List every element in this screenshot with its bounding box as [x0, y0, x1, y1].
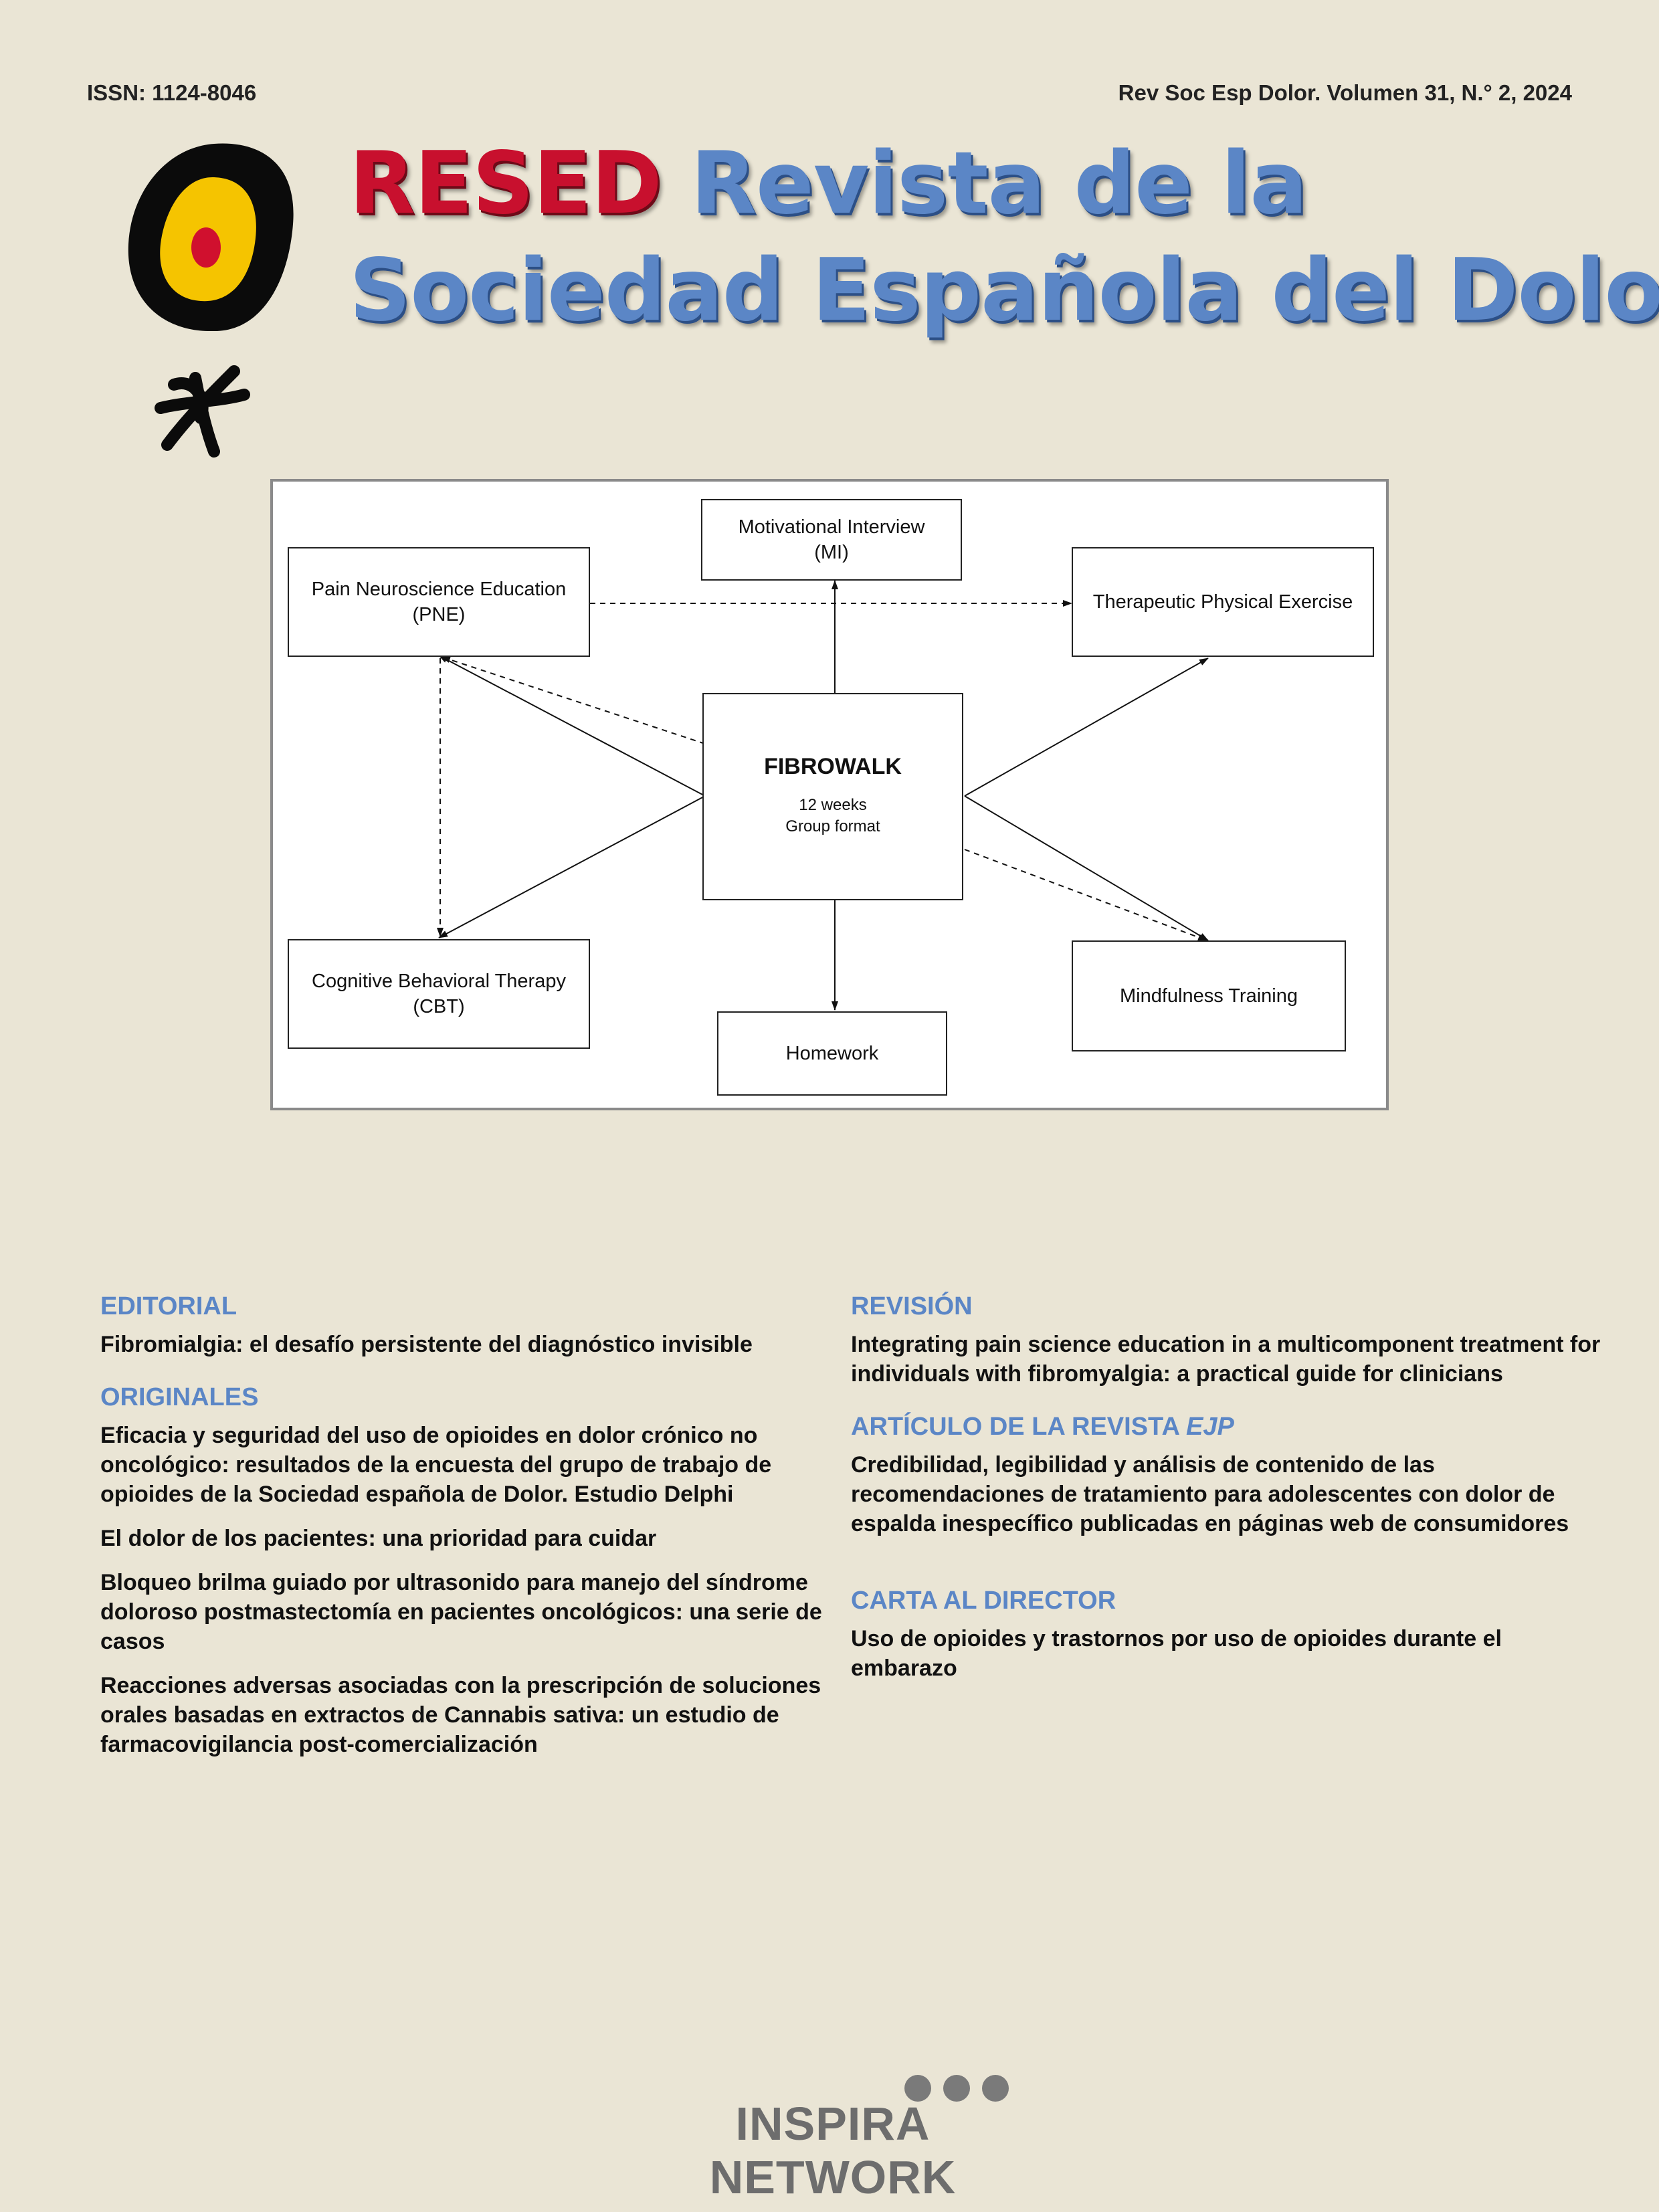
- toc-entry[interactable]: Eficacia y seguridad del uso de opioides…: [100, 1423, 772, 1507]
- section-heading-articulo: ARTÍCULO DE LA REVISTA EJP: [851, 1413, 1234, 1441]
- issn: ISSN: 1124-8046: [87, 80, 257, 105]
- toc-entry[interactable]: Uso de opioides y trastornos por uso de …: [851, 1626, 1502, 1681]
- toc-entry[interactable]: El dolor de los pacientes: una prioridad…: [100, 1526, 657, 1551]
- dashed-center-to-mindfulness: [964, 849, 1207, 941]
- citation: Rev Soc Esp Dolor. Volumen 31, N.° 2, 20…: [1118, 80, 1572, 105]
- arrow-to-mindfulness: [964, 795, 1209, 941]
- fibrowalk-diagram: Motivational Interview (MI) Pain Neurosc…: [270, 479, 1389, 1110]
- toc-carta: CARTA AL DIRECTOR Uso de opioides y tras…: [851, 1585, 1607, 1683]
- toc-entry[interactable]: Integrating pain science education in a …: [851, 1332, 1601, 1387]
- box-mindfulness: Mindfulness Training: [1072, 940, 1346, 1051]
- box-cbt: Cognitive Behavioral Therapy (CBT): [288, 939, 590, 1049]
- toc-articulo: ARTÍCULO DE LA REVISTA EJP Credibilidad,…: [851, 1411, 1607, 1538]
- publisher-name: INSPIRA NETWORK: [709, 2098, 957, 2203]
- arrow-to-cbt: [438, 795, 706, 938]
- box-mi: Motivational Interview (MI): [701, 499, 962, 581]
- arrow-to-tpe: [964, 658, 1209, 797]
- toc-entry[interactable]: Credibilidad, legibilidad y análisis de …: [851, 1452, 1569, 1536]
- box-pne: Pain Neuroscience Education (PNE): [288, 547, 590, 657]
- toc-entry[interactable]: Fibromialgia: el desafío persistente del…: [100, 1332, 753, 1357]
- toc-revision: REVISIÓN Integrating pain science educat…: [851, 1291, 1607, 1389]
- toc-right-column: REVISIÓN Integrating pain science educat…: [851, 1291, 1607, 1706]
- journal-logo-icon: [128, 143, 294, 458]
- section-heading-carta: CARTA AL DIRECTOR: [851, 1587, 1116, 1615]
- box-tpe: Therapeutic Physical Exercise: [1072, 547, 1374, 657]
- journal-acronym: RESED: [349, 134, 662, 233]
- section-heading-editorial: EDITORIAL: [100, 1292, 237, 1320]
- toc-entry[interactable]: Bloqueo brilma guiado por ultrasonido pa…: [100, 1570, 822, 1654]
- toc-originales: ORIGINALES Eficacia y seguridad del uso …: [100, 1382, 856, 1759]
- dashed-center-to-pne: [441, 656, 706, 744]
- toc-entry[interactable]: Reacciones adversas asociadas con la pre…: [100, 1673, 821, 1757]
- box-fibrowalk: FIBROWALK 12 weeks Group format: [702, 693, 963, 900]
- arrow-to-pne: [438, 655, 706, 797]
- diagram-arrows: [437, 580, 1209, 1011]
- journal-title-line1: Revista de la: [690, 134, 1307, 233]
- section-heading-originales: ORIGINALES: [100, 1383, 259, 1411]
- section-heading-revision: REVISIÓN: [851, 1292, 973, 1320]
- journal-title-line2: Sociedad Española del Dolor: [349, 241, 1659, 340]
- three-dots-icon: [904, 2075, 1009, 2102]
- journal-title: RESED Revista de la Sociedad Española de…: [349, 130, 1659, 344]
- box-homework: Homework: [717, 1011, 947, 1096]
- toc-left-column: EDITORIAL Fibromialgia: el desafío persi…: [100, 1291, 856, 1782]
- toc-editorial: EDITORIAL Fibromialgia: el desafío persi…: [100, 1291, 856, 1359]
